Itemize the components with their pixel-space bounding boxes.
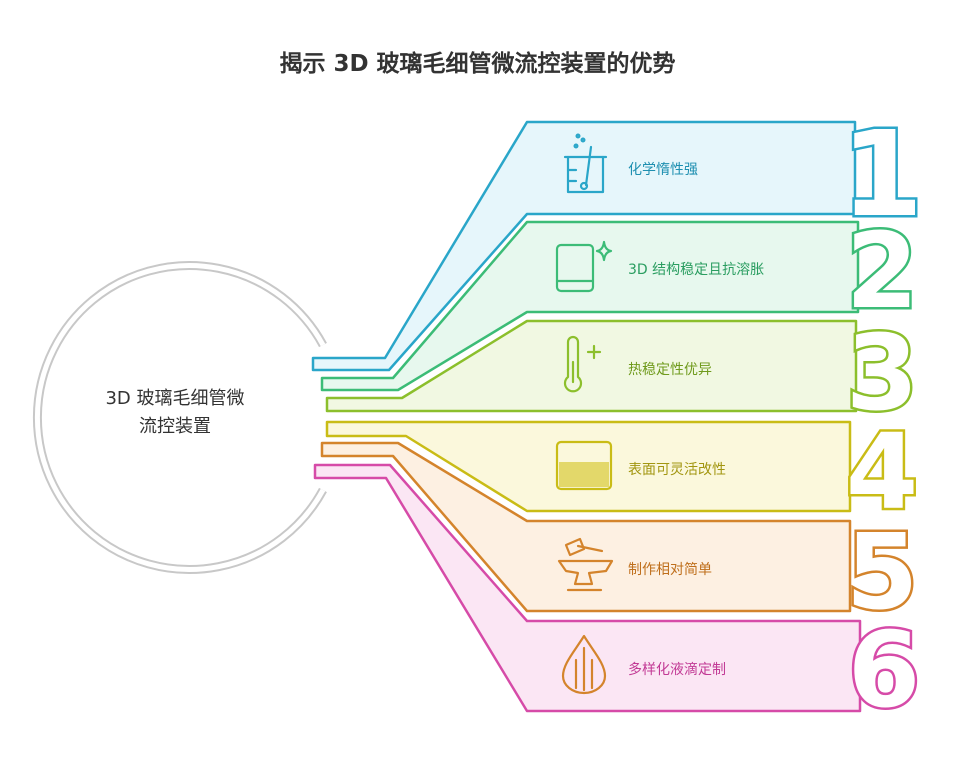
center-label-line-2: 流控装置 <box>139 416 211 437</box>
item-label-3: 热稳定性优异 <box>628 362 712 378</box>
textured-surface-icon <box>555 440 613 491</box>
item-label-6: 多样化液滴定制 <box>628 662 726 678</box>
band-2: 2 <box>320 208 921 392</box>
number-4: 4 <box>846 411 918 533</box>
beaker-icon <box>563 133 608 194</box>
anvil-hammer-icon <box>557 537 614 592</box>
band-5: 5 <box>320 441 921 636</box>
page-title: 揭示 3D 玻璃毛细管微流控装置的优势 <box>279 51 676 77</box>
number-2: 2 <box>846 210 918 332</box>
cube-sparkle-icon <box>555 240 613 293</box>
center-label-line-1: 3D 玻璃毛细管微 <box>105 388 245 409</box>
droplet-icon <box>561 634 607 695</box>
thermometer-icon <box>563 335 602 393</box>
center-circle-inner <box>34 263 326 572</box>
number-3: 3 <box>846 312 918 434</box>
item-label-1: 化学惰性强 <box>628 162 698 178</box>
number-6: 6 <box>848 609 920 731</box>
band-4: 4 <box>325 409 921 536</box>
band-3: 3 <box>325 310 921 437</box>
center-label: 3D 玻璃毛细管微 流控装置 <box>60 385 290 441</box>
item-label-4: 表面可灵活改性 <box>628 462 726 478</box>
item-label-2: 3D 结构稳定且抗溶胀 <box>628 262 765 278</box>
item-label-5: 制作相对简单 <box>628 562 712 578</box>
band-6: 6 <box>313 463 923 734</box>
number-5: 5 <box>846 511 918 633</box>
